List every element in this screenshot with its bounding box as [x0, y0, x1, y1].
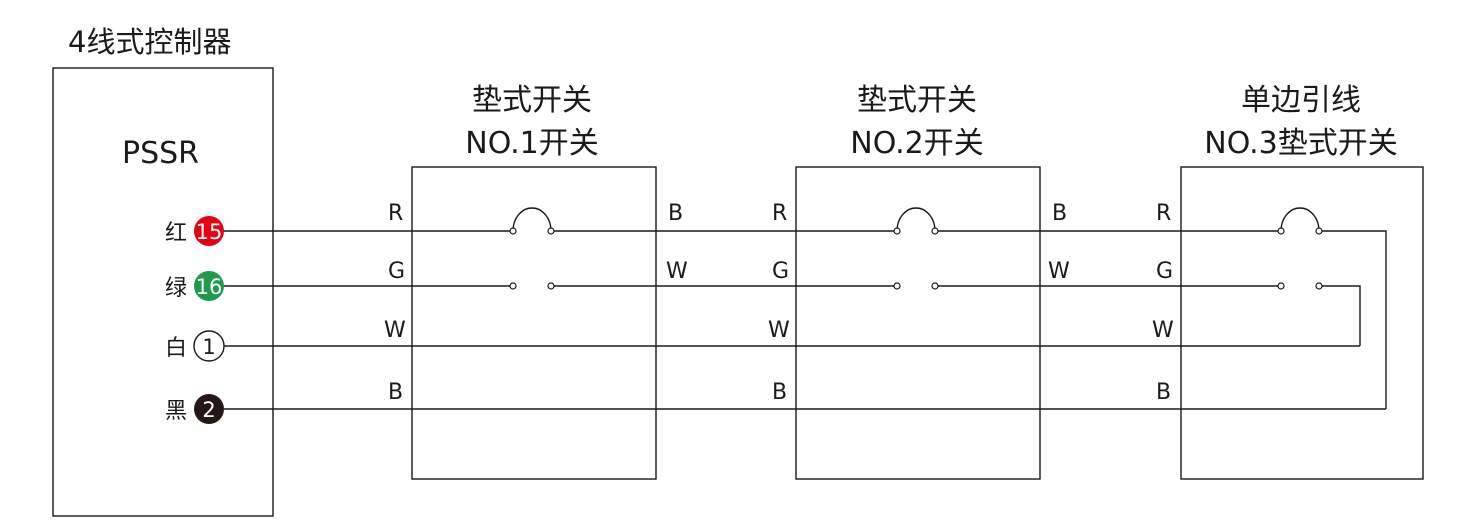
- switch-3-title-line2: NO.3垫式开关: [1204, 126, 1397, 161]
- switch-2-contact-d: [931, 282, 939, 290]
- terminal-red-circle: [194, 216, 224, 246]
- switch-1-pin-r: R: [388, 201, 403, 226]
- switch-1-title-line2: NO.1开关: [465, 126, 598, 161]
- switch-2-pin-b: B: [772, 380, 787, 405]
- terminal-black-circle: [194, 394, 224, 424]
- terminal-black-label: 黑: [165, 399, 187, 424]
- switch-2: 垫式开关 NO.2开关 R G W B B W: [768, 83, 1070, 480]
- terminal-white-number: 1: [202, 335, 215, 359]
- switch-3-pin-b: B: [1156, 380, 1171, 405]
- switch-3-contact-d: [1315, 282, 1323, 290]
- switch-1-pin-w: W: [384, 318, 406, 343]
- controller-box: [52, 67, 274, 517]
- terminal-green-circle: [194, 271, 224, 301]
- switch-3-box: [1180, 166, 1424, 480]
- wire-loop-outer: [1322, 230, 1387, 409]
- switch-1-contact-arc: [512, 207, 552, 232]
- switch-1-contact-d: [547, 282, 555, 290]
- wires: [224, 230, 1387, 410]
- switch-2-contact-b: [931, 227, 939, 235]
- controller-title: 4线式控制器: [68, 25, 231, 59]
- switch-1-contact-b: [547, 227, 555, 235]
- wire-loop-inner: [1322, 285, 1361, 346]
- switch-2-contact-c: [893, 282, 901, 290]
- terminal-red: 红 15: [165, 216, 224, 246]
- switch-1-contact-c: [509, 282, 517, 290]
- switch-2-title-line2: NO.2开关: [850, 126, 983, 161]
- switch-2-pin-w: W: [768, 318, 790, 343]
- switch-2-pin-r: R: [772, 201, 787, 226]
- switch-1-pin-g: G: [388, 259, 405, 284]
- terminal-green-number: 16: [196, 275, 223, 299]
- switch-1-contact-a: [509, 227, 517, 235]
- switch-3-contact-c: [1277, 282, 1285, 290]
- switch-3-pin-r: R: [1156, 201, 1171, 226]
- switch-3-pin-w: W: [1152, 318, 1174, 343]
- switch-1-out-w: W: [666, 259, 688, 284]
- switch-2-contact-arc: [896, 207, 936, 232]
- switch-2-box: [795, 166, 1041, 480]
- switch-3-contact-a: [1277, 227, 1285, 235]
- terminal-green: 绿 16: [165, 271, 224, 301]
- switch-2-out-w: W: [1048, 259, 1070, 284]
- switch-2-title-line1: 垫式开关: [857, 83, 977, 118]
- terminal-white: 白 1: [165, 330, 225, 362]
- switch-3-contact-b: [1315, 227, 1323, 235]
- switch-1-out-b: B: [668, 201, 683, 226]
- switch-3-pin-g: G: [1156, 259, 1173, 284]
- terminal-white-label: 白: [165, 336, 187, 361]
- switch-1: 垫式开关 NO.1开关 R G W B B W: [384, 83, 688, 480]
- terminal-red-number: 15: [196, 220, 223, 244]
- switch-3: 单边引线 NO.3垫式开关 R G W B: [1152, 83, 1424, 480]
- switch-3-title-line1: 单边引线: [1241, 83, 1361, 118]
- switch-2-out-b: B: [1052, 201, 1067, 226]
- terminal-black: 黑 2: [165, 394, 224, 424]
- controller-model: PSSR: [122, 136, 199, 171]
- switch-2-pin-g: G: [772, 259, 789, 284]
- controller: 4线式控制器 PSSR 红 15 绿 16 白 1 黑 2: [52, 25, 274, 517]
- terminal-red-label: 红: [165, 221, 187, 246]
- switch-3-contact-arc: [1280, 207, 1320, 232]
- switch-1-title-line1: 垫式开关: [472, 83, 592, 118]
- switch-1-pin-b: B: [388, 380, 403, 405]
- terminal-green-label: 绿: [165, 276, 187, 301]
- switch-2-contact-a: [893, 227, 901, 235]
- switch-1-box: [411, 166, 657, 480]
- terminal-black-number: 2: [202, 398, 215, 422]
